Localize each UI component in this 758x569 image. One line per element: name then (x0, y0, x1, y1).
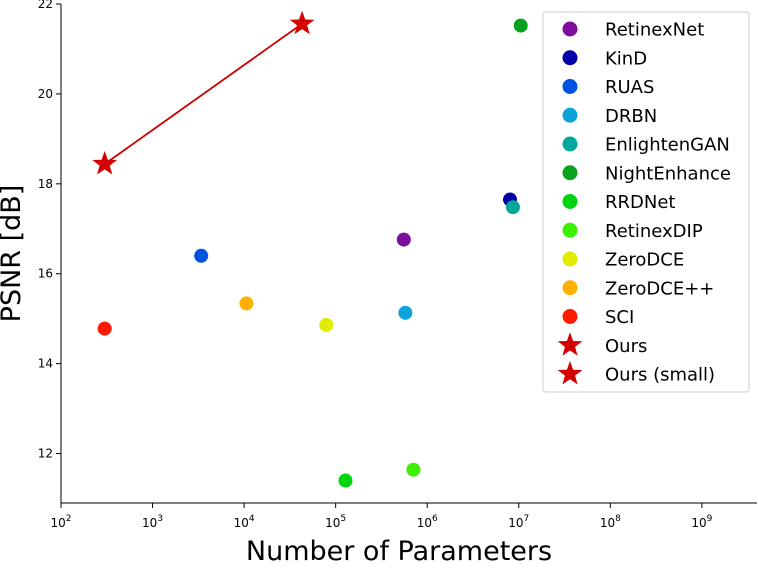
legend-marker-zerodce (562, 251, 578, 267)
y-tick-label: 12 (38, 447, 53, 461)
x-tick-label: 107 (508, 514, 529, 530)
legend-label-retinexdip: RetinexDIP (605, 221, 703, 242)
data-point-ours (92, 151, 118, 175)
legend-label-ours: Ours (605, 336, 647, 357)
data-point-retinexnet (396, 232, 411, 247)
legend-label-nightenhance: NightEnhance (605, 163, 731, 184)
x-tick-label: 104 (234, 514, 255, 530)
x-tick-label: 105 (325, 514, 346, 530)
data-point-ruas (194, 248, 209, 263)
y-tick-label: 18 (38, 177, 53, 191)
legend-marker-ruas (562, 79, 578, 94)
y-tick-label: 16 (38, 267, 53, 281)
legend-label-ruas: RUAS (605, 77, 654, 98)
y-tick-label: 22 (38, 0, 53, 11)
data-point-sci (97, 321, 112, 336)
legend-marker-retinexdip (562, 222, 578, 238)
x-axis-label: Number of Parameters (246, 536, 552, 565)
x-tick-label: 103 (142, 514, 163, 530)
legend-marker-enlightengan (562, 136, 578, 152)
data-point-zerodce (239, 296, 254, 311)
ours-connector-line (104, 23, 303, 165)
legend-marker-ours-small (557, 361, 583, 385)
legend-label-enlightengan: EnlightenGAN (605, 135, 730, 156)
legend-marker-ours (557, 332, 583, 356)
legend-marker-zerodce (562, 280, 578, 296)
data-point-retinexdip (406, 462, 421, 477)
legend-label-sci: SCI (605, 307, 634, 328)
data-point-rrdnet (338, 473, 353, 488)
legend-label-zerodce: ZeroDCE (605, 250, 684, 271)
legend-label-kind: KinD (605, 48, 647, 69)
data-point-ours-small (289, 10, 315, 35)
legend-label-drbn: DRBN (605, 106, 657, 127)
y-tick-label: 20 (38, 87, 53, 101)
legend-marker-drbn (562, 107, 578, 123)
legend-label-ours-small: Ours (small) (605, 365, 715, 386)
x-tick-label: 106 (417, 514, 438, 530)
legend-label-rrdnet: RRDNet (605, 192, 675, 213)
legend-marker-retinexnet (562, 21, 578, 37)
data-point-nightenhance (513, 18, 528, 33)
legend-label-zerodce: ZeroDCE++ (605, 278, 714, 299)
data-point-drbn (398, 305, 413, 320)
x-tick-label: 102 (50, 514, 71, 530)
data-point-enlightengan (505, 200, 520, 215)
x-tick-label: 109 (691, 514, 712, 530)
legend-marker-rrdnet (562, 194, 578, 209)
legend-label-retinexnet: RetinexNet (605, 20, 704, 41)
legend-box (542, 11, 750, 393)
legend-marker-sci (562, 309, 578, 324)
data-point-zerodce (319, 317, 334, 332)
y-axis-label: PSNR [dB] (0, 185, 27, 323)
x-tick-label: 108 (600, 514, 621, 530)
y-tick-label: 14 (38, 357, 53, 371)
legend-marker-nightenhance (562, 165, 578, 181)
legend-marker-kind (562, 50, 578, 66)
